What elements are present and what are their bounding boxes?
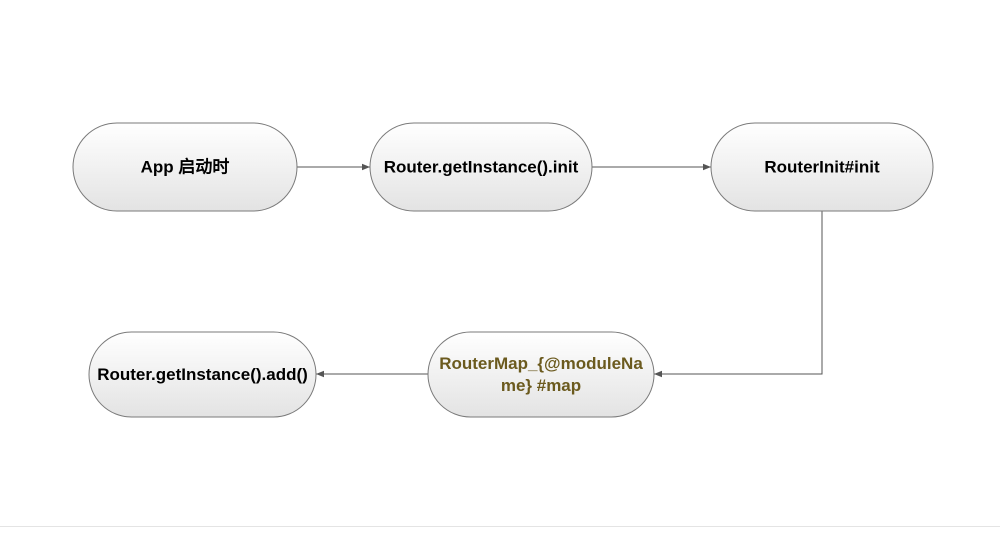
node-router-add-call: Router.getInstance().add() [88,331,317,418]
node-shape [72,122,298,212]
edges-layer [297,163,823,378]
node-label-line: App 启动时 [141,157,230,177]
node-app-start: App 启动时 [72,122,298,212]
node-label-line: RouterMap_{@moduleNa [439,354,643,373]
node-shape [369,122,593,212]
node-shape [88,331,317,418]
node-label-line: RouterInit#init [764,158,880,177]
node-router-init-call: Router.getInstance().init [369,122,593,212]
node-shape [427,331,655,418]
node-shape [710,122,934,212]
nodes-layer: App 启动时 Router.getInstance().init RouterIn… [72,122,934,418]
node-routermap: RouterMap_{@moduleNa me} #map [427,331,655,418]
edge-routerinit-init-to-routermap [654,211,823,378]
bottom-divider [0,526,1000,527]
node-label-line: Router.getInstance().add() [97,365,308,384]
node-label-line: Router.getInstance().init [384,158,579,177]
node-routerinit-init: RouterInit#init [710,122,934,212]
node-label-line: me} #map [501,376,581,395]
